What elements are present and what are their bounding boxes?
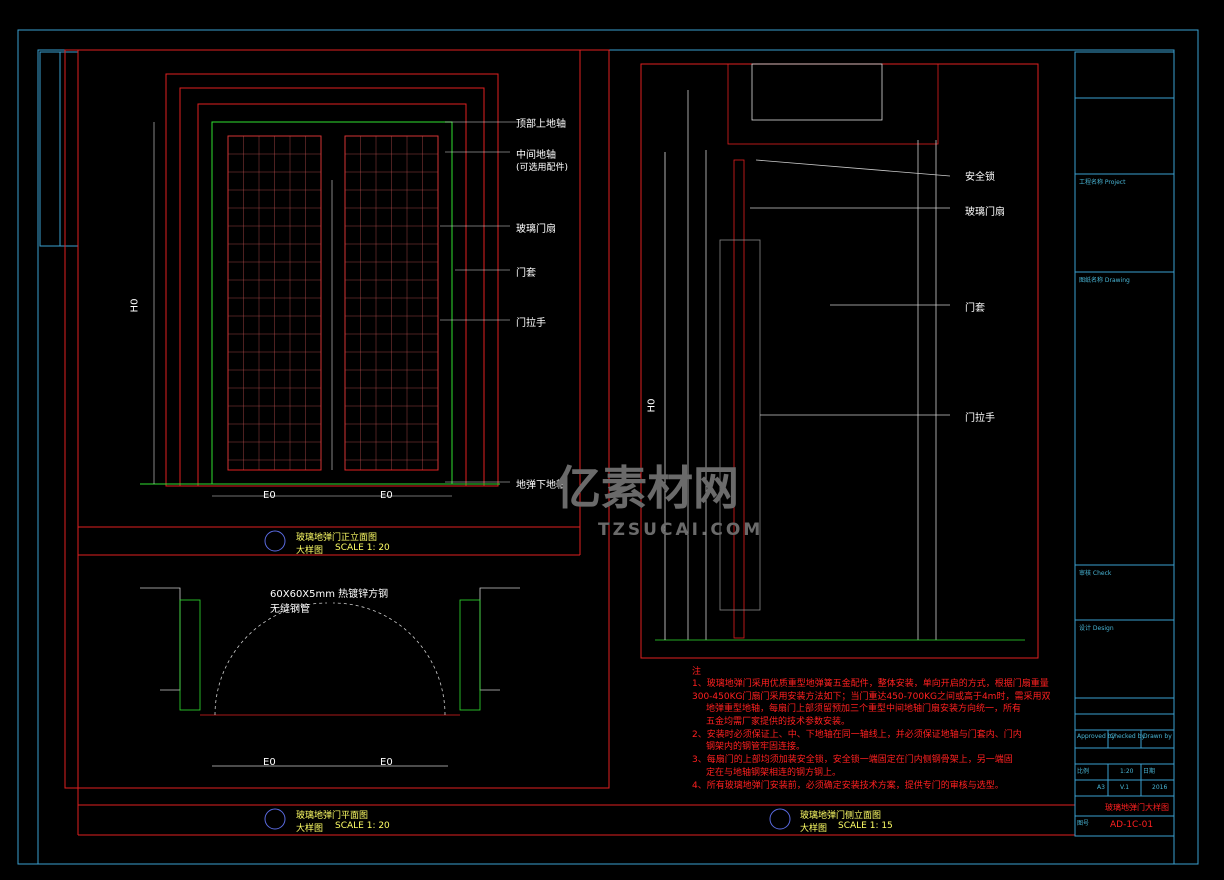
- dim-height: H0: [129, 298, 141, 313]
- plan-scale: SCALE 1: 20: [335, 821, 390, 831]
- note-line: 3、每扇门的上部均须加装安全锁，安全锁一端固定在门内侧钢骨架上，另一端固: [692, 755, 1013, 766]
- label-seamless-pipe: 无缝钢管: [270, 604, 310, 615]
- tb-checked: Checked by: [1110, 733, 1146, 740]
- label-handle: 门拉手: [516, 318, 546, 329]
- note-line: 2、安装时必须保证上、中、下地轴在同一轴线上，并必须保证地轴与门套内、门内: [692, 729, 1022, 740]
- label-optional: (可选用配件): [516, 163, 569, 173]
- plan-dim-right: E0: [380, 757, 393, 768]
- label-middle-pivot: 中间地轴: [516, 150, 556, 161]
- watermark-url: TZSUCAI.COM: [598, 520, 764, 540]
- tb-check: 审核 Check: [1079, 570, 1112, 577]
- tb-no-label: 图号: [1077, 820, 1090, 827]
- tb-date-label: 日期: [1143, 768, 1156, 775]
- watermark-brand: 亿素材网: [555, 461, 739, 515]
- tb-rev: V.1: [1120, 784, 1130, 791]
- note-line: 钢架内的钢管牢固连接。: [706, 742, 806, 753]
- note-line: 地弹重型地轴，每扇门上部须留预加三个重型中间地轴门扇安装方向统一，所有: [706, 704, 1022, 715]
- label-top-pivot: 顶部上地轴: [516, 119, 566, 130]
- tb-approved: Approved by: [1077, 733, 1116, 740]
- dim-left: E0: [263, 490, 276, 501]
- label-section-frame: 门套: [965, 303, 985, 314]
- label-glass-leaf: 玻璃门扇: [516, 224, 556, 235]
- plan-subtitle: 大样图: [296, 824, 324, 834]
- label-bottom-pivot: 地弹下地轴: [516, 480, 566, 491]
- section-subtitle: 大样图: [800, 824, 828, 834]
- section-scale: SCALE 1: 15: [838, 821, 893, 831]
- notes-heading: 注: [692, 667, 702, 677]
- note-line: 4、所有玻璃地弹门安装前，必须确定安装技术方案，提供专门的审核与选型。: [692, 780, 1004, 791]
- tb-date: 2016: [1152, 784, 1168, 791]
- dim-right: E0: [380, 490, 393, 501]
- label-door-frame: 门套: [516, 268, 536, 279]
- tb-drawn: Drawn by: [1143, 733, 1172, 740]
- note-line: 五金均需厂家提供的技术参数安装。: [706, 717, 851, 728]
- label-safety-lock: 安全锁: [965, 172, 995, 183]
- plan-title: 玻璃地弹门平面图: [296, 811, 369, 821]
- front-title: 玻璃地弹门正立面图: [296, 533, 378, 543]
- tb-drawing-no: AD-1C-01: [1110, 820, 1154, 830]
- label-section-handle: 门拉手: [965, 413, 995, 424]
- tb-scale: 1:20: [1120, 768, 1134, 775]
- front-scale: SCALE 1: 20: [335, 543, 390, 553]
- tb-project: 工程名称 Project: [1079, 179, 1126, 186]
- note-line: 定在与地轴钢架相连的钢方钢上。: [706, 767, 842, 778]
- tb-design: 设计 Design: [1079, 625, 1114, 632]
- plan-dim-left: E0: [263, 757, 276, 768]
- tb-drawing-name: 玻璃地弹门大样图: [1105, 803, 1169, 812]
- tb-drawing: 图纸名称 Drawing: [1079, 277, 1130, 284]
- label-steel-tube: 60X60X5mm 热镀锌方钢: [270, 589, 389, 600]
- tb-scale-label: 比例: [1077, 768, 1090, 775]
- note-line: 1、玻璃地弹门采用优质重型地弹簧五金配件，整体安装，单向开启的方式，根据门扇重量: [692, 679, 1049, 689]
- tb-sheet: A3: [1097, 784, 1105, 791]
- note-line: 300-450KG门扇门采用安装方法如下；当门重达450-700KG之间或高于4…: [692, 691, 1051, 702]
- section-title: 玻璃地弹门侧立面图: [800, 811, 882, 821]
- notes-list: 1、玻璃地弹门采用优质重型地弹簧五金配件，整体安装，单向开启的方式，根据门扇重量…: [692, 676, 1051, 791]
- front-subtitle: 大样图: [296, 546, 324, 556]
- section-height: H0: [646, 398, 658, 413]
- label-section-glass: 玻璃门扇: [965, 207, 1005, 218]
